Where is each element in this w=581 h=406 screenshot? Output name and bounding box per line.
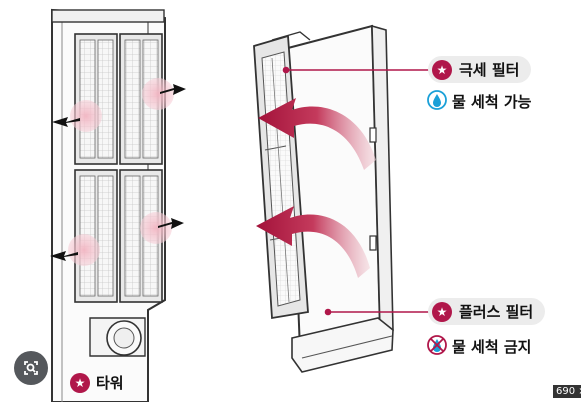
fine-filter-note-text: 물 세척 가능 bbox=[452, 93, 532, 111]
pull-spot bbox=[140, 212, 172, 244]
plus-filter-text: 플러스 필터 bbox=[459, 303, 534, 321]
pull-spot bbox=[68, 234, 100, 266]
arrow-left-icon bbox=[52, 117, 80, 127]
fine-filter-note: 물 세척 가능 bbox=[452, 91, 531, 112]
leader-lines bbox=[282, 66, 430, 316]
pull-arrows bbox=[50, 84, 186, 261]
arrow-right-icon bbox=[160, 84, 186, 95]
pull-spot bbox=[70, 100, 102, 132]
arrow-left-icon bbox=[50, 251, 78, 261]
image-size-tag: 690 × bbox=[553, 385, 581, 398]
star-icon: ★ bbox=[432, 301, 452, 322]
filter-frame bbox=[253, 24, 394, 373]
fine-filter-label: ★ 극세 필터 bbox=[428, 56, 532, 83]
star-icon: ★ bbox=[432, 59, 452, 80]
tower-label: ★ 타워 bbox=[70, 372, 124, 393]
insert-arrow-lower-icon bbox=[256, 206, 370, 278]
plus-filter-label: ★ 플러스 필터 bbox=[428, 298, 546, 325]
plus-filter-note-text: 물 세척 금지 bbox=[452, 338, 532, 356]
insert-arrow-upper-icon bbox=[258, 98, 376, 170]
lens-glyph bbox=[24, 361, 38, 375]
star-icon: ★ bbox=[70, 372, 90, 393]
lens-search-icon[interactable] bbox=[14, 351, 48, 385]
no-water-icon bbox=[427, 335, 447, 355]
pull-spot bbox=[142, 78, 174, 110]
tower-unit bbox=[50, 8, 186, 403]
arrow-right-icon bbox=[158, 218, 184, 229]
tower-text: 타워 bbox=[96, 374, 124, 392]
water-drop-icon bbox=[427, 90, 447, 110]
fine-filter-text: 극세 필터 bbox=[459, 61, 520, 79]
plus-filter-note: 물 세척 금지 bbox=[452, 336, 531, 357]
